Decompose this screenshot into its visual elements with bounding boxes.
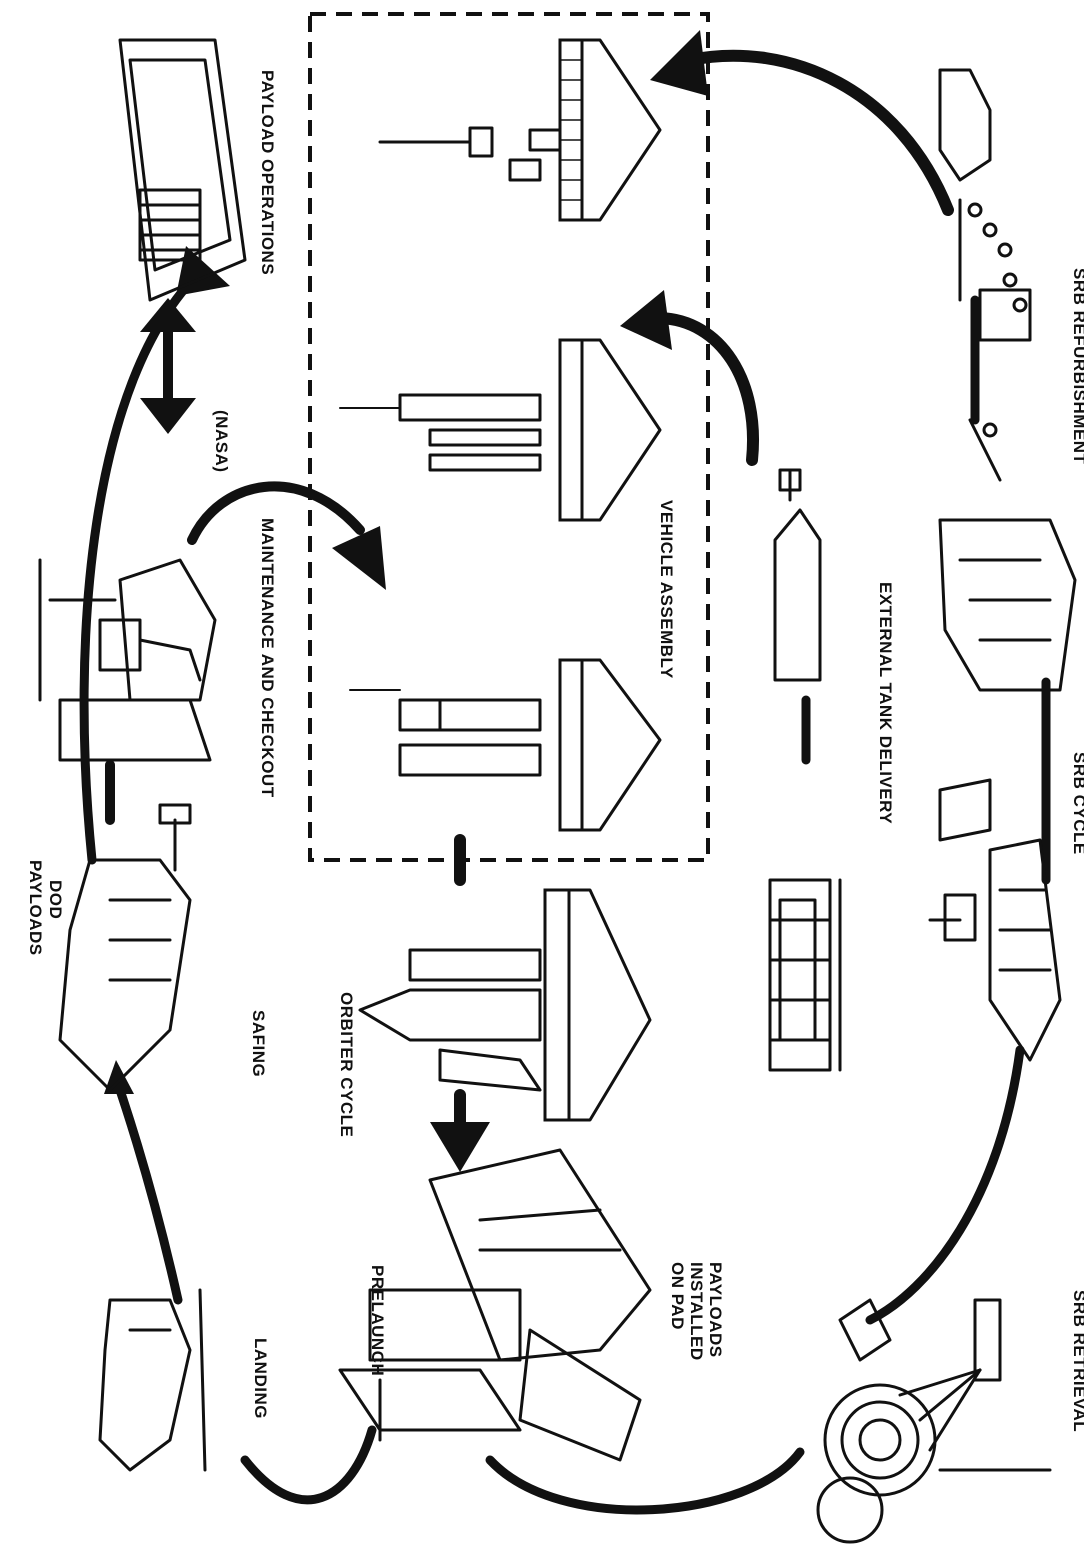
- mobile-platform-full-stack: [358, 888, 652, 1122]
- mobile-platform-stacked: [339, 338, 662, 522]
- orbiter-landing: [98, 1288, 207, 1472]
- label-payloads-installed-line1: PAYLOADS: [706, 1262, 725, 1358]
- external-tank-transporter: [773, 468, 822, 682]
- arrow-srb-to-assembly: [684, 49, 954, 216]
- arrow-et-to-assembly: [654, 312, 759, 466]
- arrow-srb-retrieval-arc: [865, 1045, 1025, 1325]
- external-tank-barge: [768, 878, 842, 1072]
- mobile-platform-empty: [378, 38, 662, 222]
- label-srb-retrieval: SRB RETRIEVAL: [1070, 1290, 1084, 1432]
- flow-arrows: [79, 30, 1051, 1515]
- recovery-ships-towing-booster: [928, 778, 1062, 1062]
- arrow-prelaunch-to-landing: [240, 1425, 377, 1505]
- srb-parachute-splashdown: [816, 1298, 1052, 1544]
- label-orbiter-cycle: ORBITER CYCLE: [337, 992, 356, 1137]
- label-prelaunch: PRELAUNCH: [368, 1265, 387, 1376]
- nasa-arrowhead-bottom: [140, 398, 196, 434]
- orbiter-in-processing-hangar: [38, 558, 217, 762]
- label-srb-refurbishment: SRB REFURBISHMENT: [1070, 268, 1084, 465]
- label-payloads-installed-line2: INSTALLED: [687, 1262, 706, 1361]
- label-srb-cycle: SRB CYCLE: [1070, 752, 1084, 855]
- label-external-tank-delivery: EXTERNAL TANK DELIVERY: [876, 582, 895, 824]
- srb-disassembly-facility: [938, 418, 1077, 692]
- arrowhead-to-prelaunch: [430, 1122, 490, 1172]
- arrowhead-safing: [104, 1060, 134, 1094]
- mobile-platform-orbiter-mating: [349, 658, 662, 832]
- label-landing: LANDING: [251, 1338, 270, 1419]
- label-safing: SAFING: [249, 1010, 268, 1077]
- launch-pad-with-vehicle: [338, 1148, 652, 1462]
- vehicle-assembly-boundary: [308, 12, 710, 862]
- label-payload-operations: PAYLOAD OPERATIONS: [258, 70, 277, 275]
- label-dod-payloads-line1: DOD: [46, 880, 65, 919]
- arrowhead-et-assembly: [620, 290, 672, 350]
- arrowhead-assembly-top: [332, 526, 386, 590]
- srb-segments-rail-cars: [938, 68, 1032, 342]
- orbiter-safing: [58, 803, 192, 1092]
- arrow-landing-to-safing: [115, 1085, 183, 1305]
- arrow-maintenance-to-assembly: [187, 481, 365, 545]
- label-vehicle-assembly: VEHICLE ASSEMBLY: [657, 500, 676, 679]
- label-payloads-installed-line3: ON PAD: [668, 1262, 687, 1330]
- label-nasa: (NASA): [212, 410, 231, 473]
- arrowhead-srb-assembly: [650, 30, 708, 96]
- arrow-srb-splash-loop: [485, 1447, 805, 1515]
- nasa-arrowhead-top: [140, 298, 196, 332]
- label-dod-payloads-line2: PAYLOADS: [26, 860, 45, 956]
- label-maintenance-checkout: MAINTENANCE AND CHECKOUT: [258, 518, 277, 798]
- payload-processing-building: [118, 38, 247, 302]
